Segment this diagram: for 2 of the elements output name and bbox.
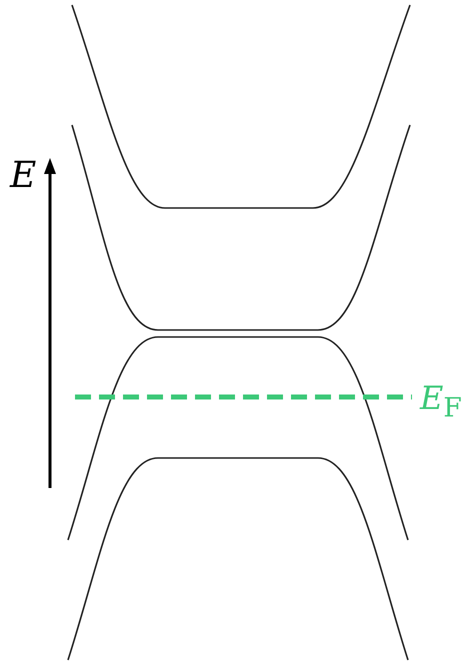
energy-axis-label: E — [10, 158, 36, 194]
fermi-level-label: E$_{F}$ — [420, 382, 462, 422]
